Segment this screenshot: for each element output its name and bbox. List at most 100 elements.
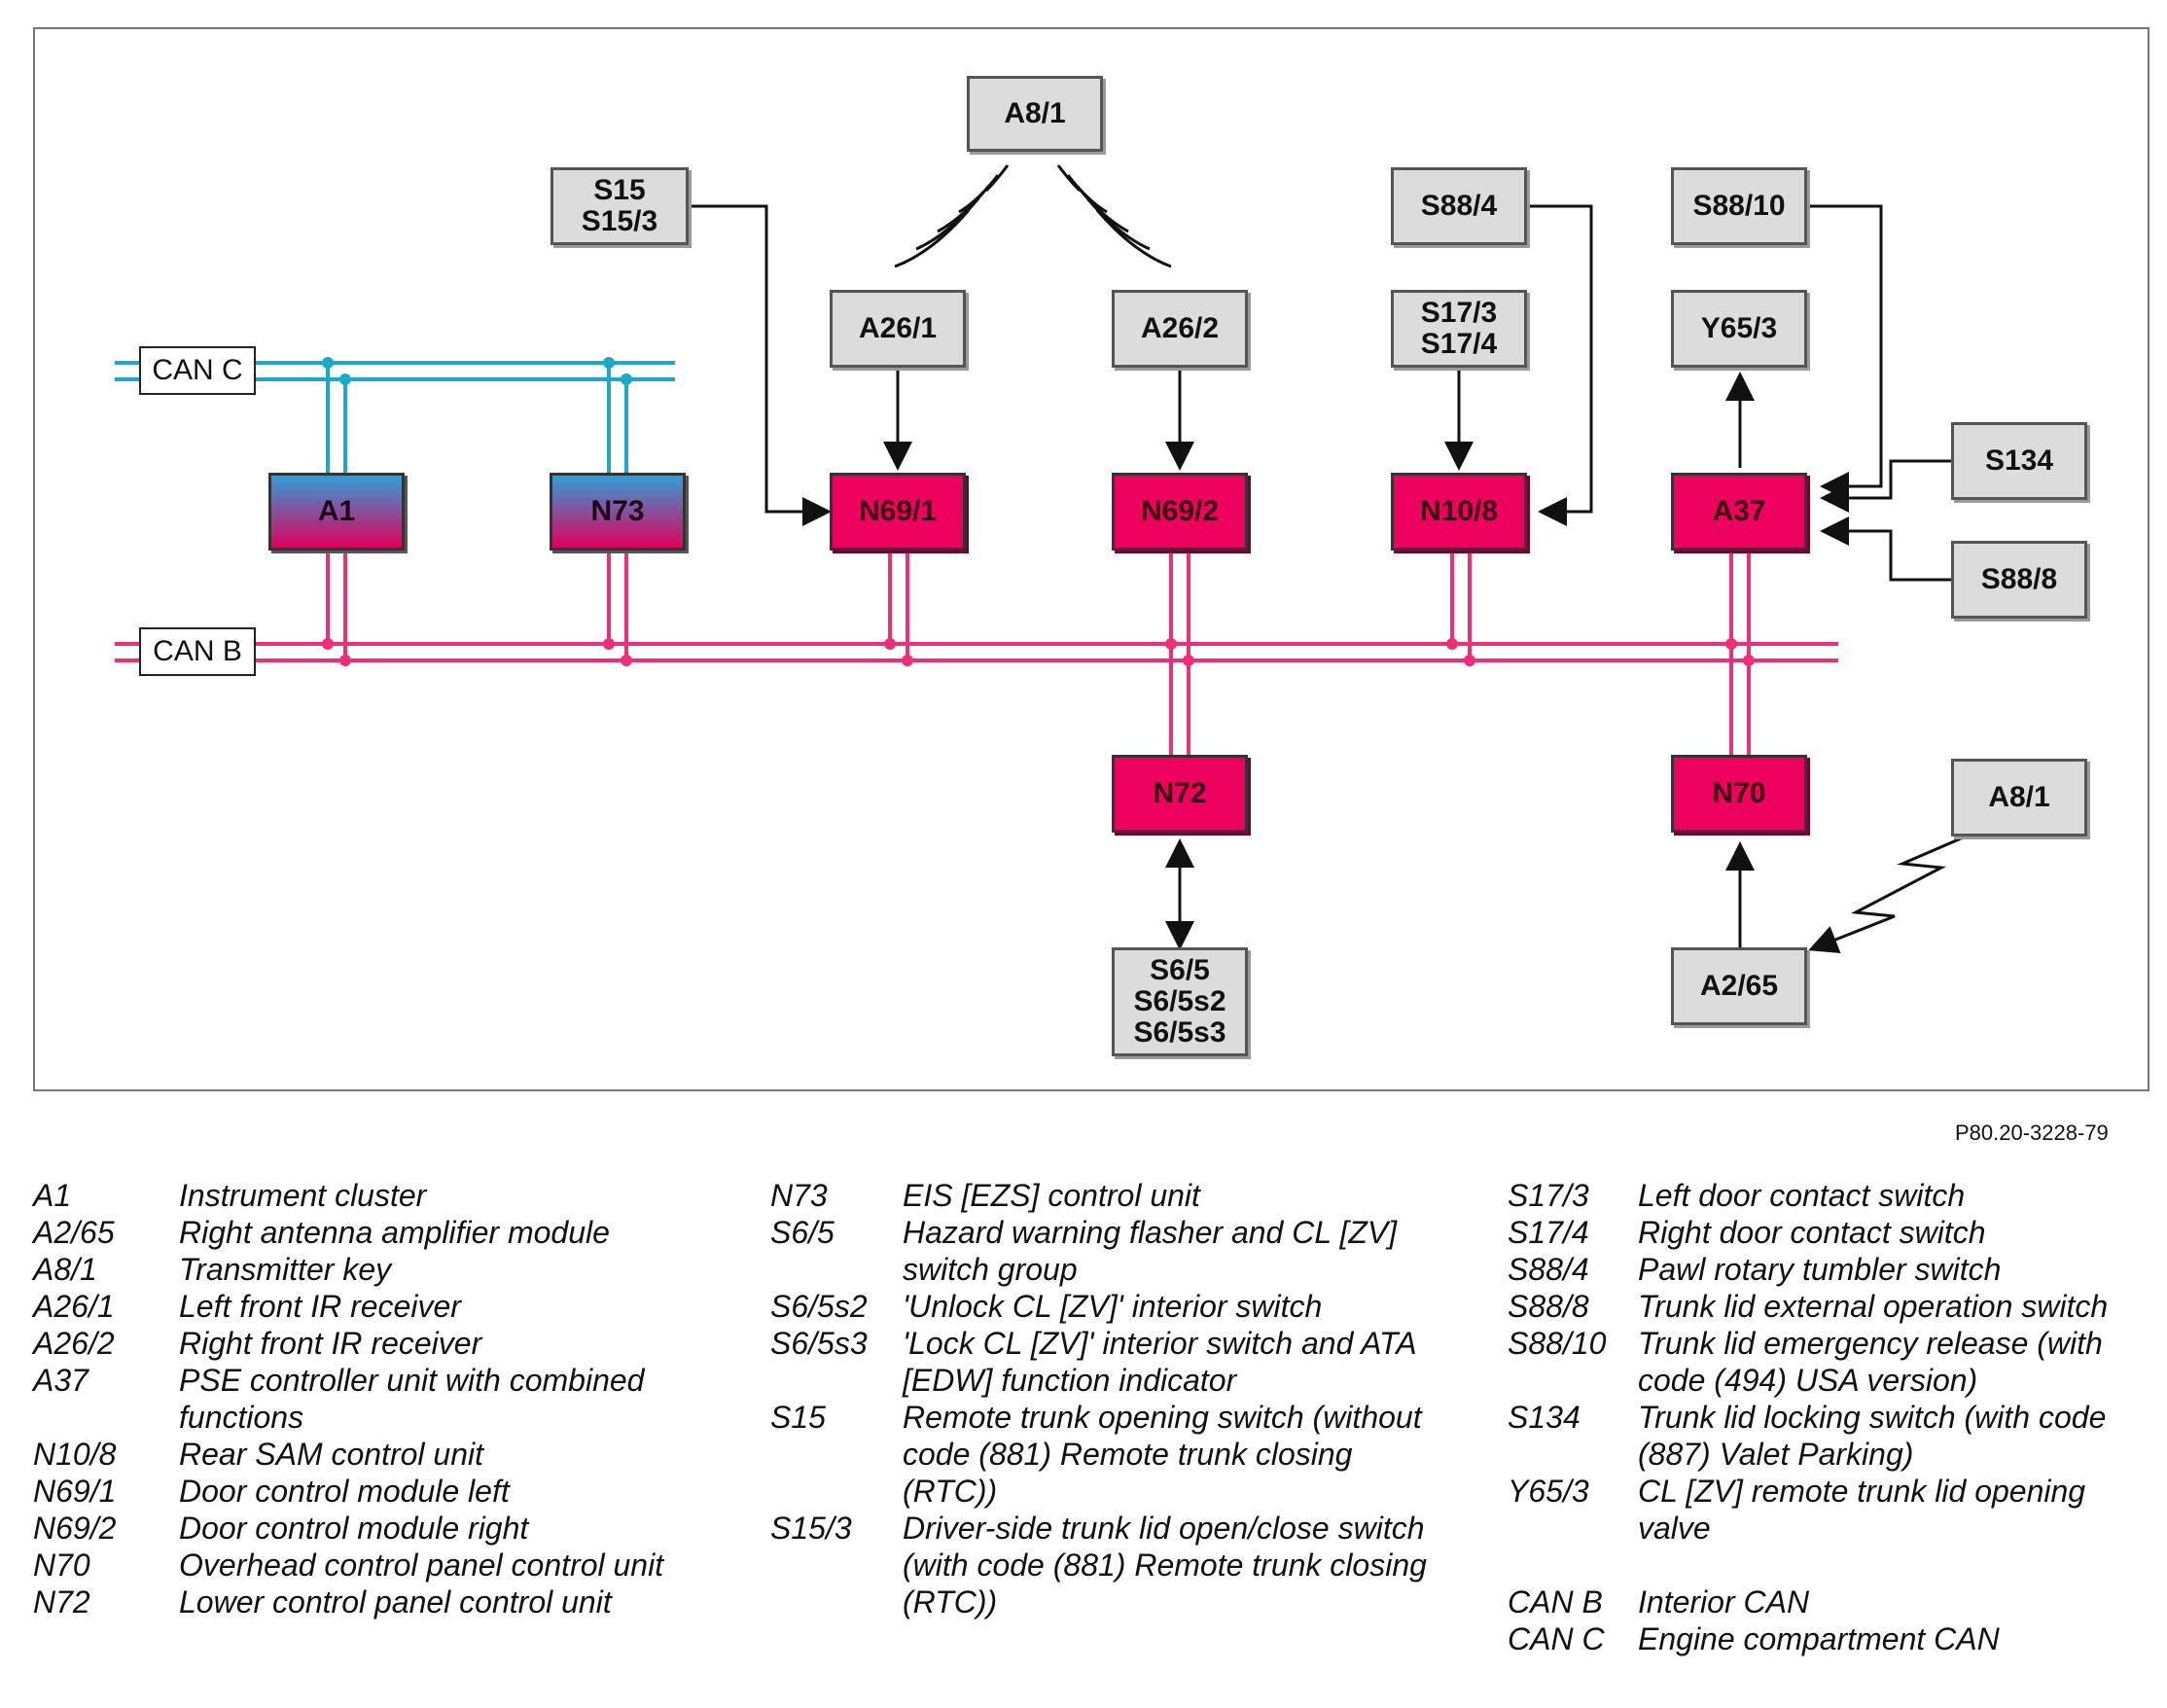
legend-description: Trunk lid locking switch (with code (887… [1638,1400,2107,1472]
legend-code: A1 [33,1178,72,1213]
legend-code: S6/5s2 [770,1289,868,1324]
legend-description: Left door contact switch [1638,1178,1966,1213]
legend-description: Driver-side trunk lid open/close switch … [903,1511,1427,1619]
eis-control-unit-box: N73 [550,473,686,551]
legend-code: N69/1 [33,1474,117,1509]
legend-item: S88/4 Pawl rotary tumbler switch [1508,1251,2149,1288]
legend-description: Right front IR receiver [179,1326,482,1361]
door-module-left-box: N69/1 [830,473,966,551]
antenna-amplifier-box: A2/65 [1671,947,1807,1025]
legend-code: A26/1 [33,1289,115,1324]
legend-code: S134 [1508,1400,1581,1435]
emergency-release-box: S88/10 [1671,167,1807,245]
transmitter-key-box: A8/1 [967,76,1103,152]
legend-item: N69/2 Door control module right [33,1510,733,1547]
legend-code: S88/4 [1508,1252,1589,1287]
legend-description: Lower control panel control unit [179,1584,612,1619]
pse-controller-box: A37 [1671,473,1807,551]
right-ir-receiver-box: A26/2 [1112,290,1248,368]
locking-switch-box: S134 [1951,422,2087,500]
can-c-label: CAN C [139,346,256,395]
legend-item: N72 Lower control panel control unit [33,1583,733,1620]
legend-item: S15/3 Driver-side trunk lid open/close sw… [770,1510,1451,1620]
transmitter-key-right-box: A8/1 [1951,759,2087,836]
legend-code: CAN B [1508,1584,1603,1619]
legend-item: N10/8 Rear SAM control unit [33,1436,733,1473]
can-b-label: CAN B [139,627,256,676]
overhead-control-panel-box: N70 [1671,755,1807,833]
legend-code: S17/4 [1508,1215,1589,1250]
legend-code: Y65/3 [1508,1474,1589,1509]
legend-code: S88/8 [1508,1289,1589,1324]
legend-code: N72 [33,1584,90,1619]
legend-description: Door control module left [179,1474,510,1509]
rear-sam-box: N10/8 [1391,473,1527,551]
legend-description: Remote trunk opening switch (without cod… [903,1400,1422,1509]
legend-description: 'Unlock CL [ZV]' interior switch [903,1289,1323,1324]
legend-item: A1 Instrument cluster [33,1177,733,1214]
legend-description: EIS [EZS] control unit [903,1178,1200,1213]
legend-description: Left front IR receiver [179,1289,461,1324]
legend-code: N73 [770,1178,828,1213]
legend-item: S6/5 Hazard warning flasher and CL [ZV] s… [770,1214,1451,1288]
legend-code: S6/5 [770,1215,835,1250]
legend-item: S6/5s3'Lock CL [ZV]' interior switch and… [770,1325,1451,1399]
legend-code: CAN C [1508,1621,1605,1656]
legend-code: N70 [33,1548,90,1583]
legend-code: S15/3 [770,1511,852,1546]
door-module-right-box: N69/2 [1112,473,1248,551]
legend-item: S17/3 Left door contact switch [1508,1177,2149,1214]
legend-item: A26/1 Left front IR receiver [33,1288,733,1325]
legend-description: CL [ZV] remote trunk lid opening valve [1638,1474,2086,1546]
legend-item: Y65/3 CL [ZV] remote trunk lid opening va… [1508,1473,2149,1547]
legend-code: A8/1 [33,1252,97,1287]
signal-connections [690,204,1975,954]
legend-code: A26/2 [33,1326,115,1361]
legend-code: N10/8 [33,1437,117,1472]
legend-description: Instrument cluster [179,1178,427,1213]
legend-item: N73 EIS [EZS] control unit [770,1177,1451,1214]
diagram-wiring [115,164,1975,954]
legend-description: Right door contact switch [1638,1215,1986,1250]
legend-item: A26/2 Right front IR receiver [33,1325,733,1362]
legend-item: N69/1 Door control module left [33,1473,733,1510]
legend-item: CAN B Interior CAN [1508,1583,2149,1620]
legend-description: Trunk lid external operation switch [1638,1289,2109,1324]
legend-description: Door control module right [179,1511,529,1546]
legend-description: Right antenna amplifier module [179,1215,610,1250]
external-operation-switch-box: S88/8 [1951,541,2087,619]
legend-description: 'Lock CL [ZV]' interior switch and ATA [… [903,1326,1416,1398]
legend-code: S15 [770,1400,826,1435]
legend-item: S6/5s2 'Unlock CL [ZV]' interior switch [770,1288,1451,1325]
legend-description: Hazard warning flasher and CL [ZV] switc… [903,1215,1398,1287]
legend-item: S134 Trunk lid locking switch (with code … [1508,1399,2149,1473]
instrument-cluster-box: A1 [268,473,405,551]
can-c-junctions [322,357,632,385]
legend-code: S17/3 [1508,1178,1589,1213]
legend-item: S88/8 Trunk lid external operation switch [1508,1288,2149,1325]
legend-description: Trunk lid emergency release (with code (… [1638,1326,2103,1398]
legend-description: PSE controller unit with combined functi… [179,1363,645,1435]
ir-wave-signals [894,164,1172,268]
can-b-bus-lines [115,552,1838,755]
legend-description: Rear SAM control unit [179,1437,484,1472]
legend-code: S88/10 [1508,1326,1607,1361]
trunk-valve-box: Y65/3 [1671,290,1807,368]
legend-description: Pawl rotary tumbler switch [1638,1252,2002,1287]
lower-control-panel-box: N72 [1112,755,1248,833]
legend-code: N69/2 [33,1511,117,1546]
can-b-junctions [322,638,1755,666]
legend-description: Interior CAN [1638,1584,1810,1619]
pawl-switch-box: S88/4 [1391,167,1527,245]
